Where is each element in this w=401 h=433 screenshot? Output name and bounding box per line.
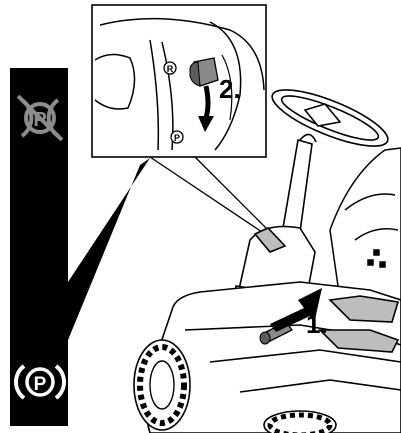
step-1-label: 1. xyxy=(306,309,328,339)
detail-callout-lines xyxy=(150,157,270,232)
detail-inset: R P 2. xyxy=(92,5,266,157)
detail-on-mark: P xyxy=(174,133,180,143)
rear-wheel xyxy=(264,411,336,433)
parking-brake-released-icon: P xyxy=(18,96,62,140)
mower-hood xyxy=(330,148,401,300)
detail-off-mark: R xyxy=(167,64,174,74)
engaged-symbol-letter: P xyxy=(34,374,47,395)
step-2-label: 2. xyxy=(219,74,241,104)
front-wheel xyxy=(134,340,190,430)
